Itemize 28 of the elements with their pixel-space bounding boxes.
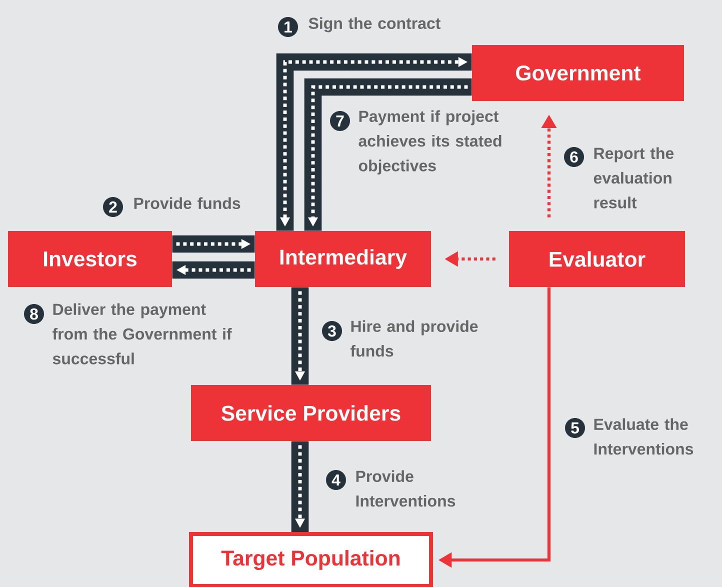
band-arrow	[172, 261, 255, 279]
edge-label: Deliver the payment from the Government if successful	[52, 303, 232, 364]
process-box: Service Providers	[191, 385, 431, 441]
callout-number: 3	[322, 321, 342, 341]
callout-number: 6	[564, 147, 584, 167]
band-arrow	[304, 78, 472, 231]
target-box: Target Population	[189, 532, 433, 587]
edge-label: Provide funds	[134, 197, 240, 210]
callout-number: 4	[326, 470, 346, 490]
process-box: Government	[472, 45, 684, 101]
band-arrow	[276, 53, 472, 231]
band-arrow	[172, 235, 255, 253]
callout-number: 7	[330, 111, 350, 131]
edge-label: Hire and provide funds	[350, 320, 478, 357]
edge-label: Evaluate the Interventions	[594, 418, 694, 455]
process-box: Intermediary	[255, 231, 431, 287]
band-arrow	[291, 287, 309, 385]
edge-label: Provide Interventions	[356, 470, 456, 507]
callout-number: 2	[103, 197, 123, 217]
process-box: Investors	[8, 231, 172, 287]
callout-number: 5	[565, 418, 585, 438]
process-box: Evaluator	[509, 231, 685, 287]
edge-label: Sign the contract	[308, 17, 440, 32]
edge-label: Payment if project achieves its stated objectives	[358, 110, 502, 175]
callout-number: 8	[24, 304, 44, 324]
callout-number: 1	[278, 17, 298, 37]
band-arrow	[291, 441, 309, 532]
edge-label: Report the evaluation result	[594, 147, 674, 208]
